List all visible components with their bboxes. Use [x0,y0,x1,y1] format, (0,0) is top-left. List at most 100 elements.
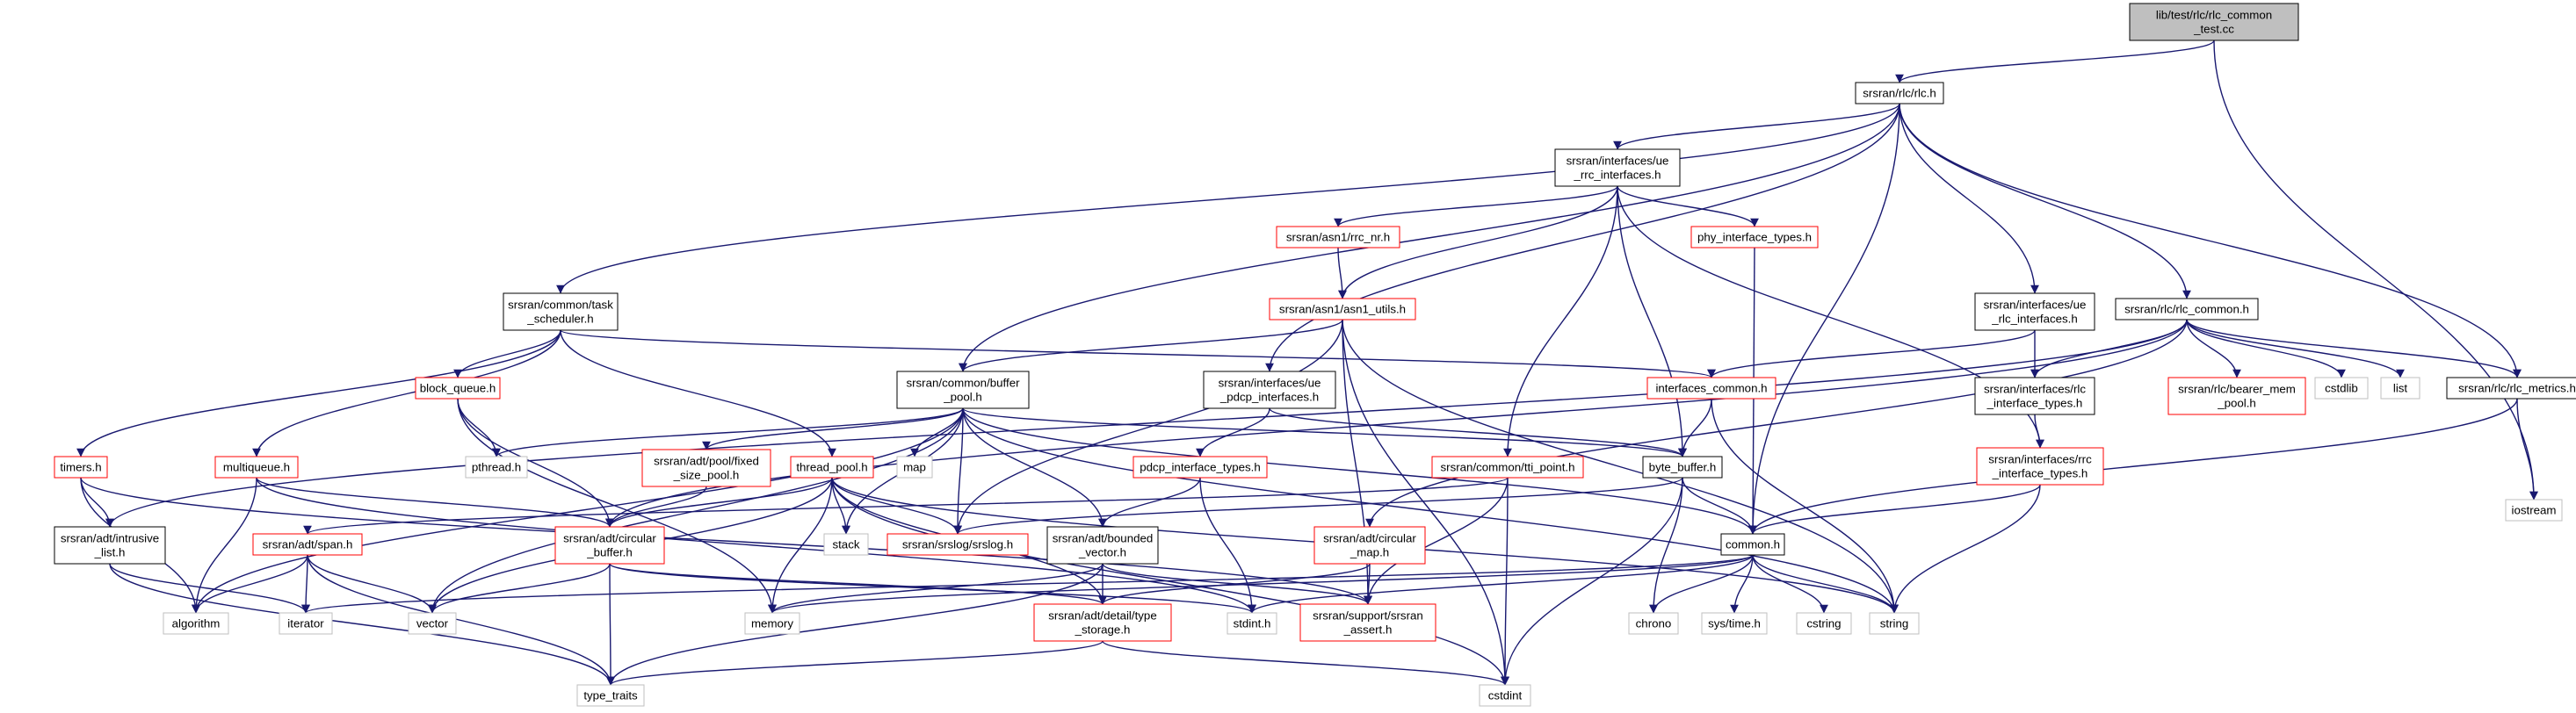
edge-rlc_h-to-ue_pdcp_interfaces [1265,103,1900,372]
node-circular_buffer[interactable]: srsran/adt/circular_buffer.h [554,526,665,565]
node-task_scheduler[interactable]: srsran/common/task_scheduler.h [503,292,619,331]
node-common_h[interactable]: common.h [1720,533,1785,556]
edge-span-to-algorithm [192,554,308,614]
node-box [465,456,528,479]
node-label: pdcp_interface_types.h [1140,461,1261,474]
node-rlc_interface_types[interactable]: srsran/interfaces/rlc_interface_types.h [1974,377,2095,415]
node-rlc_common[interactable]: srsran/rlc/rlc_common.h [2115,298,2259,320]
node-box [1855,82,1944,104]
node-rrc_nr[interactable]: srsran/asn1/rrc_nr.h [1276,226,1400,248]
node-span[interactable]: srsran/adt/span.h [252,533,363,556]
node-box [1628,612,1679,635]
node-label: iostream [2512,504,2557,517]
edge-tti_point-to-cstdint [1501,477,1509,686]
edge-circular_buffer-to-vector [428,563,611,614]
node-buffer_pool[interactable]: srsran/common/buffer_pool.h [896,371,1030,409]
node-rrc_interface_types[interactable]: srsran/interfaces/rrc_interface_types.h [1976,447,2104,486]
edge-rlc_common-to-list [2186,319,2405,378]
node-fixed_size_pool[interactable]: srsran/adt/pool/fixed_size_pool.h [641,449,771,487]
node-circular_map[interactable]: srsran/adt/circular_map.h [1313,526,1426,565]
node-label: srsran/adt/intrusive [61,532,159,545]
node-label: srsran/rlc/bearer_mem [2178,383,2296,396]
node-box [54,456,108,479]
node-srslog[interactable]: srsran/srslog/srslog.h [886,533,1029,556]
node-label: string [1880,617,1909,630]
node-label: srsran/adt/pool/fixed [654,455,759,468]
node-label: list [2393,382,2408,395]
node-label: block_queue.h [420,382,496,395]
node-tti_point[interactable]: srsran/common/tti_point.h [1431,456,1584,479]
node-box [1642,456,1723,479]
node-label: chrono [1636,617,1672,630]
node-vector: vector [408,612,457,635]
node-memory: memory [744,612,800,635]
node-box [163,612,229,635]
edge-circular_buffer-to-type_traits [606,563,615,686]
edge-asn1_utils-to-string [1342,319,1899,614]
node-box [2167,377,2306,415]
node-label: _vector.h [1078,546,1126,559]
node-algorithm: algorithm [163,612,229,635]
node-root[interactable]: lib/test/rlc/rlc_common_test.cc [2129,3,2299,41]
edge-thread_pool-to-stack [831,477,850,535]
edge-rrc_interface_types-to-string [1890,484,2041,614]
node-block_queue[interactable]: block_queue.h [415,377,501,400]
node-box [1976,447,2104,486]
node-label: _list.h [94,546,126,559]
edge-block_queue-to-circular_buffer [457,398,614,528]
node-box [1203,371,1336,409]
node-asn1_utils[interactable]: srsran/asn1/asn1_utils.h [1269,298,1416,320]
node-cstdlib: cstdlib [2314,377,2369,400]
edge-common_h-to-cstring [1752,554,1828,614]
edge-rlc_h-to-ue_rlc_interfaces [1899,103,2039,294]
node-label: pthread.h [472,461,521,474]
edges-layer [76,40,2538,686]
edge-rlc_common-to-circular_map [1365,319,2188,528]
node-bearer_mem_pool[interactable]: srsran/rlc/bearer_mem_pool.h [2167,377,2306,415]
node-thread_pool[interactable]: thread_pool.h [790,456,874,479]
node-label: srsran/adt/circular [563,532,656,545]
node-label: _pdcp_interfaces.h [1219,391,1319,404]
node-box [1690,226,1819,248]
node-bounded_vector[interactable]: srsran/adt/bounded_vector.h [1046,526,1159,565]
node-label: iterator [287,617,324,630]
node-type_storage[interactable]: srsran/adt/detail/type_storage.h [1033,603,1172,642]
node-phy_interface_types[interactable]: phy_interface_types.h [1690,226,1819,248]
edge-block_queue-to-pthread [457,398,501,457]
edge-interfaces_common-to-byte_buffer [1678,398,1712,457]
node-ue_pdcp_interfaces[interactable]: srsran/interfaces/ue_pdcp_interfaces.h [1203,371,1336,409]
node-timers[interactable]: timers.h [54,456,108,479]
edge-task_scheduler-to-timers [76,329,561,457]
edge-buffer_pool-to-string [962,407,1899,614]
node-label: srsran/interfaces/ue [1567,155,1669,168]
node-ue_rlc_interfaces[interactable]: srsran/interfaces/ue_rlc_interfaces.h [1974,292,2095,331]
node-label: lib/test/rlc/rlc_common [2156,9,2272,22]
node-label: srsran/rlc/rlc.h [1863,87,1936,100]
edge-rrc_interface_types-to-common_h [1748,484,2041,535]
node-label: cstdlib [2325,382,2358,395]
node-byte_buffer[interactable]: byte_buffer.h [1642,456,1723,479]
node-label: _pool.h [943,391,982,404]
node-box [2446,377,2576,400]
edge-buffer_pool-to-algorithm [192,407,964,614]
node-multiqueue[interactable]: multiqueue.h [214,456,299,479]
edge-ue_pdcp_interfaces-to-byte_buffer [1269,407,1687,457]
node-label: srsran/asn1/asn1_utils.h [1279,303,1406,316]
node-type_traits: type_traits [576,684,645,707]
node-srsran_assert[interactable]: srsran/support/srsran_assert.h [1299,603,1436,642]
edge-buffer_pool-to-srslog [953,407,964,535]
node-pdcp_interface_types[interactable]: pdcp_interface_types.h [1132,456,1268,479]
edge-buffer_pool-to-fixed_size_pool [702,407,964,450]
node-label: srsran/interfaces/rlc [1984,383,2086,396]
node-label: _test.cc [2193,23,2234,36]
node-box [2314,377,2369,400]
node-ue_rrc_interfaces[interactable]: srsran/interfaces/ue_rrc_interfaces.h [1554,148,1681,187]
edge-task_scheduler-to-interfaces_common [560,329,1716,378]
node-rlc_h[interactable]: srsran/rlc/rlc.h [1855,82,1944,104]
node-intrusive_list[interactable]: srsran/adt/intrusive_list.h [54,526,166,565]
node-box [1646,377,1776,400]
edge-buffer_pool-to-bounded_vector [962,407,1107,528]
node-rlc_metrics[interactable]: srsran/rlc/rlc_metrics.h [2446,377,2576,400]
node-box [1869,612,1920,635]
node-interfaces_common[interactable]: interfaces_common.h [1646,377,1776,400]
